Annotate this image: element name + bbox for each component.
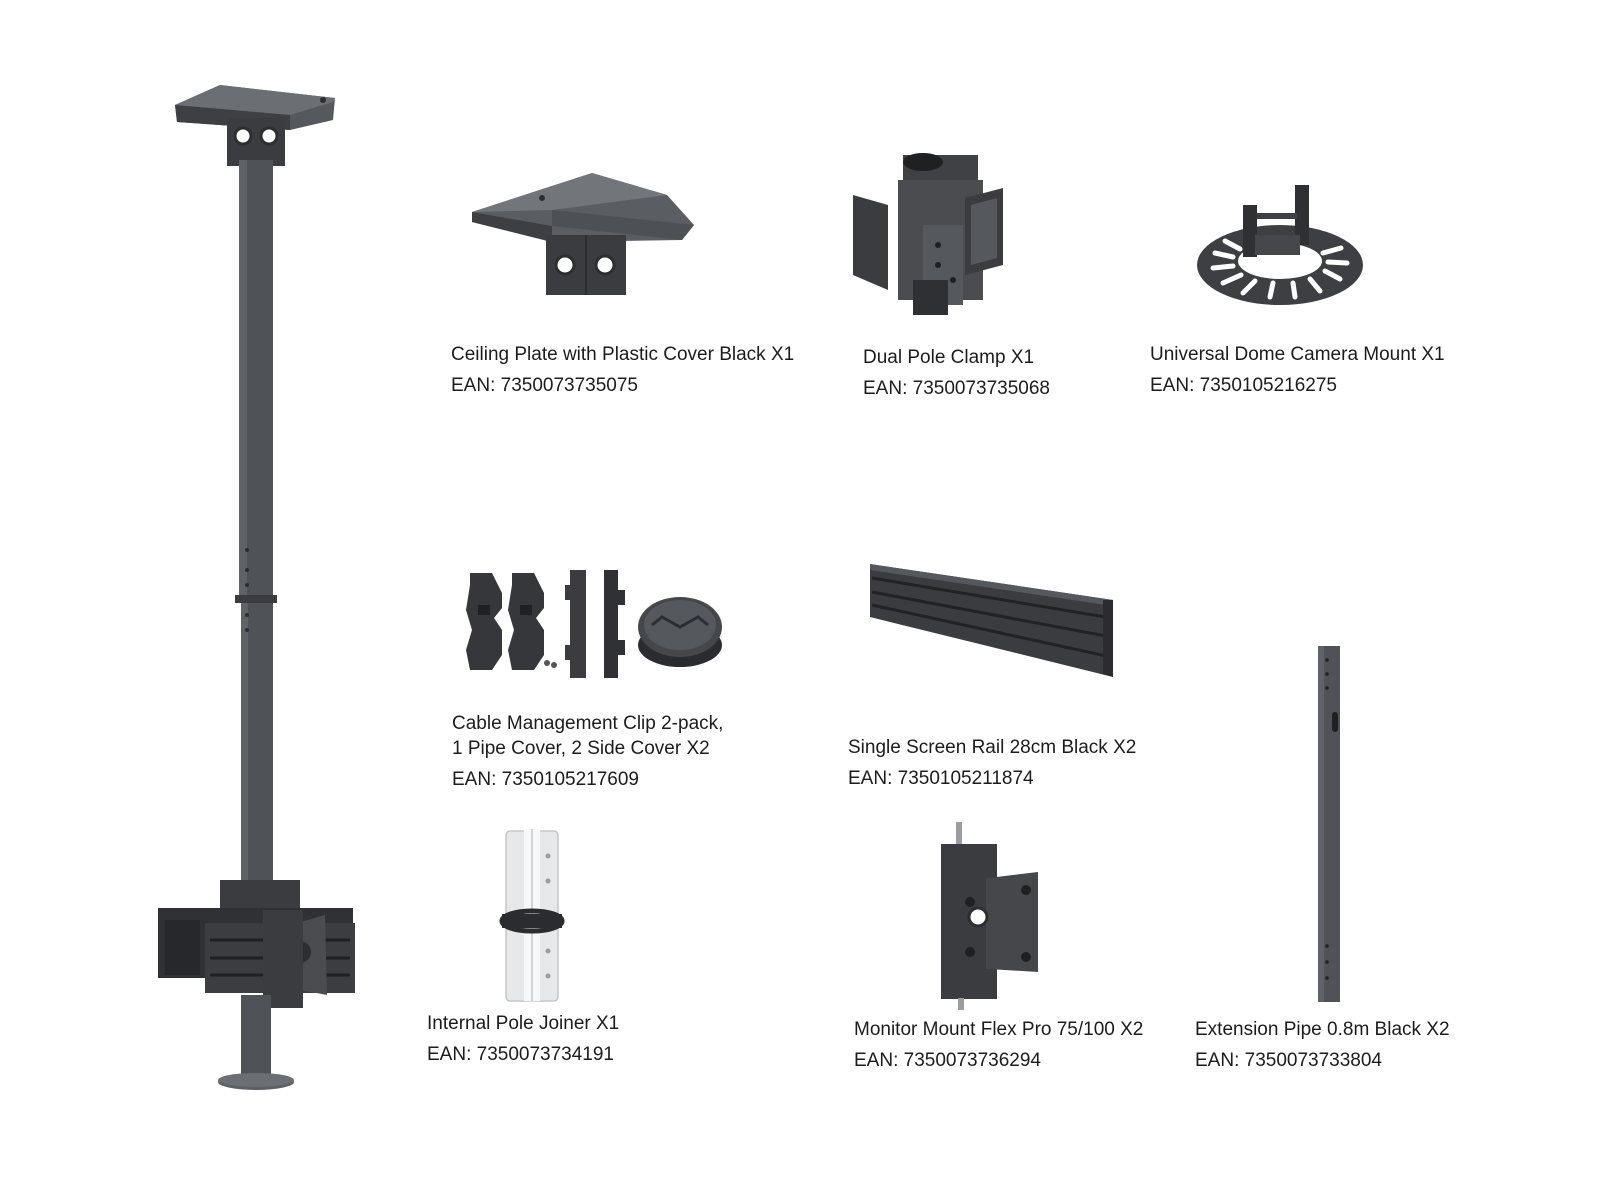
screen-rail-icon (870, 564, 1113, 677)
ceiling-plate-icon (472, 173, 694, 295)
product-label-cable-clip: Cable Management Clip 2-pack, 1 Pipe Cov… (452, 711, 723, 792)
product-label-dual-pole-clamp: Dual Pole Clamp X1 EAN: 7350073735068 (863, 345, 1050, 401)
product-label-monitor-mount: Monitor Mount Flex Pro 75/100 X2 EAN: 73… (854, 1017, 1143, 1073)
product-name: Extension Pipe 0.8m Black X2 (1195, 1019, 1450, 1040)
product-ean: EAN: 7350105216275 (1150, 375, 1337, 396)
cable-management-clip-icon (466, 570, 722, 678)
product-name: Single Screen Rail 28cm Black X2 (848, 737, 1137, 758)
extension-pipe-icon (1318, 646, 1340, 1002)
product-name: Dual Pole Clamp X1 (863, 347, 1035, 368)
product-label-screen-rail: Single Screen Rail 28cm Black X2 EAN: 73… (848, 735, 1136, 791)
product-label-dome-camera-mount: Universal Dome Camera Mount X1 EAN: 7350… (1150, 342, 1445, 398)
product-label-ceiling-plate: Ceiling Plate with Plastic Cover Black X… (451, 342, 794, 398)
product-ean: EAN: 7350105217609 (452, 769, 639, 790)
product-ean: EAN: 7350073734191 (427, 1044, 614, 1065)
product-name: Monitor Mount Flex Pro 75/100 X2 (854, 1019, 1144, 1040)
ceiling-pole-dual-monitor-mount-icon (158, 85, 355, 1090)
product-ean: EAN: 7350073735075 (451, 375, 638, 396)
product-ean: EAN: 7350073735068 (863, 378, 1050, 399)
product-name-line2: 1 Pipe Cover, 2 Side Cover X2 (452, 738, 710, 759)
product-name: Internal Pole Joiner X1 (427, 1013, 620, 1034)
dual-pole-clamp-icon (853, 153, 1003, 315)
dome-camera-mount-icon (1197, 185, 1363, 305)
product-label-extension-pipe: Extension Pipe 0.8m Black X2 EAN: 735007… (1195, 1017, 1450, 1073)
product-ean: EAN: 7350073736294 (854, 1050, 1041, 1071)
product-name: Universal Dome Camera Mount X1 (1150, 344, 1445, 365)
product-ean: EAN: 7350105211874 (848, 768, 1034, 789)
product-name: Cable Management Clip 2-pack, (452, 713, 724, 734)
monitor-mount-icon (941, 822, 1038, 1010)
pole-joiner-icon (499, 829, 565, 1002)
product-label-pole-joiner: Internal Pole Joiner X1 EAN: 73500737341… (427, 1011, 619, 1067)
product-ean: EAN: 7350073733804 (1195, 1050, 1382, 1071)
product-name: Ceiling Plate with Plastic Cover Black X… (451, 344, 795, 365)
